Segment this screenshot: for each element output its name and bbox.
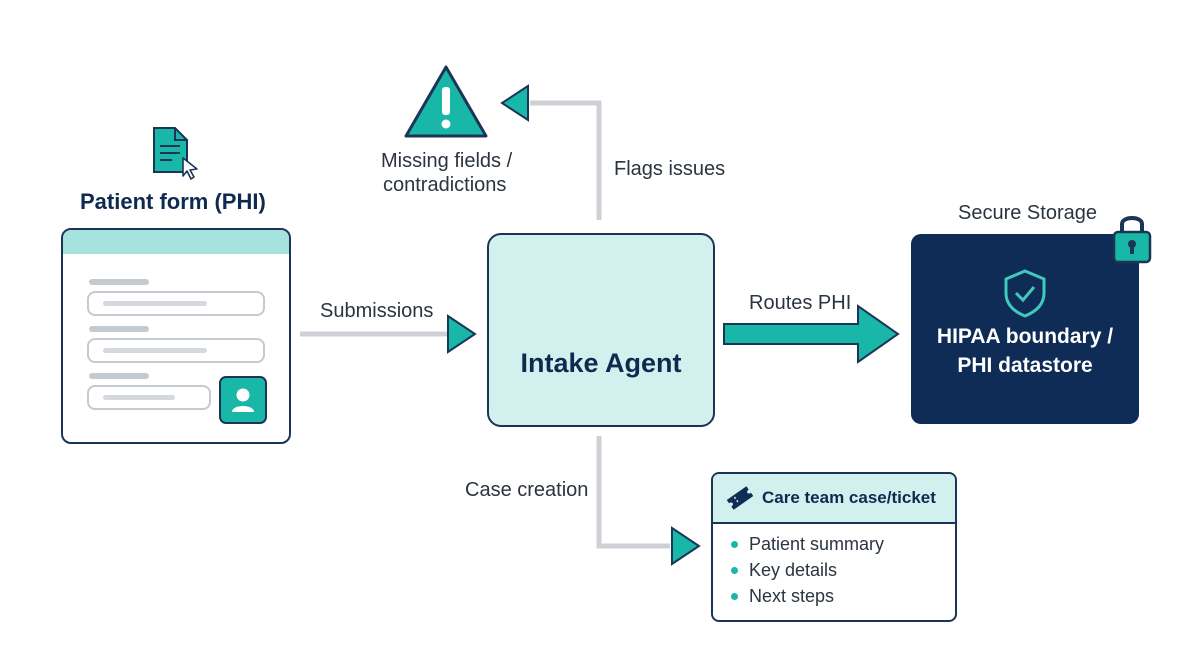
lock-icon [1112,216,1152,264]
flags-issues-label: Flags issues [614,158,726,180]
shield-check-icon [1004,269,1046,318]
care-team-case-card: Care team case/ticket Patient summary Ke… [711,472,957,622]
warning-icon [404,65,488,138]
phi-datastore-title-line2: PHI datastore [957,354,1093,377]
list-item: Patient summary [729,534,884,560]
warning-label-line1: Missing fields / [381,150,513,172]
form-header-bar [63,230,289,254]
list-item: Next steps [729,586,884,612]
ticket-icon [726,486,754,510]
form-field-label-placeholder [89,326,149,332]
form-field-placeholder [87,338,265,363]
patient-form-card [61,228,291,444]
case-connector [596,436,701,566]
flags-connector [500,84,602,220]
phi-datastore-title-line1: HIPAA boundary / [936,325,1114,348]
routes-phi-label: Routes PHI [749,292,852,314]
phi-datastore-node [911,234,1139,424]
case-creation-label: Case creation [465,479,589,501]
form-field-label-placeholder [89,373,149,379]
patient-form-title: Patient form (PHI) [80,189,266,214]
case-arrowhead [671,526,701,566]
list-item: Key details [729,560,884,586]
submissions-arrowhead [447,314,477,354]
form-field-label-placeholder [89,279,149,285]
case-card-list: Patient summary Key details Next steps [729,534,884,612]
flags-arrowhead [500,84,529,122]
form-field-placeholder [87,385,211,410]
phi-datastore-title: HIPAA boundary / PHI datastore [911,322,1139,380]
secure-storage-caption: Secure Storage [958,202,1097,224]
intake-agent-label: Intake Agent [520,348,682,378]
warning-label-line2: contradictions [383,174,507,196]
form-field-placeholder [87,291,265,316]
submissions-label: Submissions [320,300,434,322]
case-card-title: Care team case/ticket [762,488,936,507]
routes-phi-arrow [723,304,900,364]
intake-agent-node [487,233,715,427]
case-card-header: Care team case/ticket [713,474,955,524]
submissions-connector [300,314,477,354]
document-cursor-icon [153,127,198,180]
user-avatar-icon [219,376,267,424]
